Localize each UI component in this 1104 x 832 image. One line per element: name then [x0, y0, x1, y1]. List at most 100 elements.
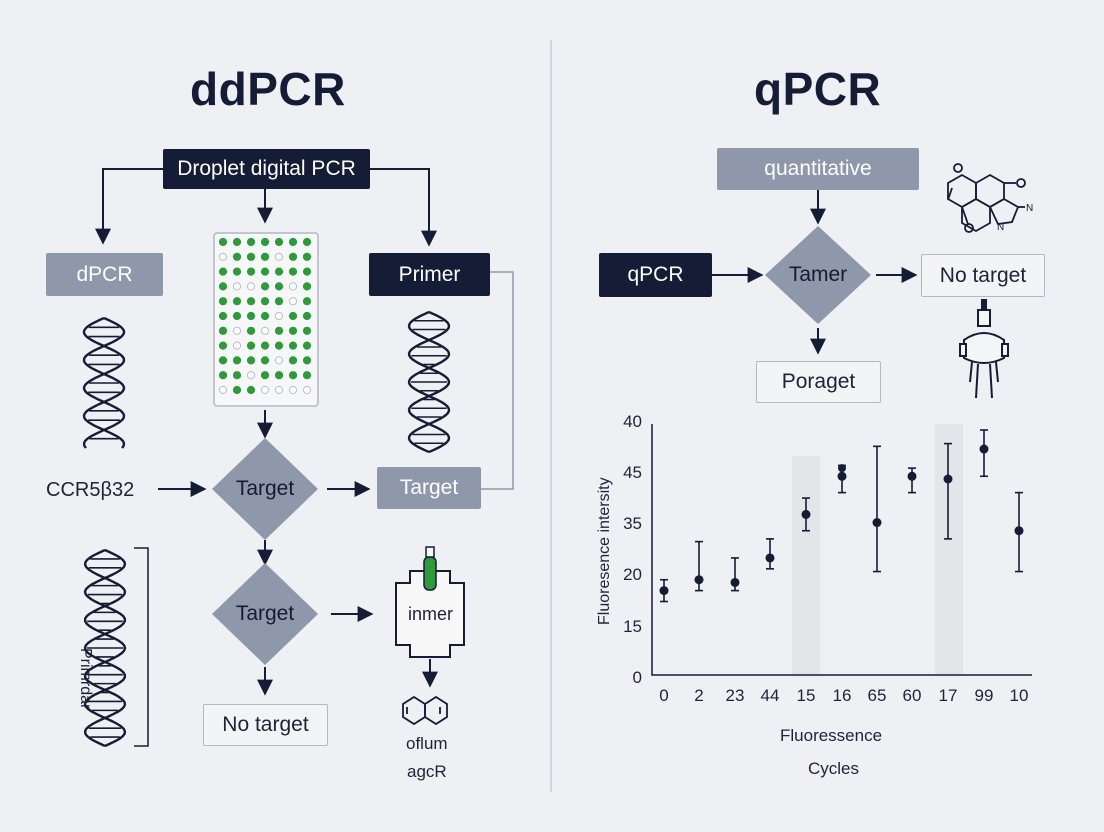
droplet [288, 356, 298, 365]
droplet [232, 326, 242, 335]
droplet [260, 297, 270, 306]
x-tick-label: 44 [760, 686, 780, 705]
primer-box[interactable]: Primer [369, 253, 490, 296]
tamer-diamond-label: Tamer [788, 263, 848, 286]
ccr5-label: CCR5β32 [46, 479, 135, 501]
droplet [260, 311, 270, 321]
droplet [274, 297, 284, 306]
droplet [232, 282, 242, 291]
droplet [232, 311, 242, 321]
droplet [218, 297, 228, 306]
droplet [274, 252, 284, 261]
data-point [765, 553, 775, 563]
droplet [260, 237, 270, 247]
droplet [302, 326, 312, 335]
droplet [246, 311, 256, 321]
droplet [274, 371, 284, 380]
droplet [302, 385, 312, 395]
droplet [288, 237, 298, 247]
molecule-structure-icon [947, 163, 1026, 233]
droplet [218, 282, 228, 291]
droplet [260, 371, 270, 380]
data-point [979, 444, 989, 454]
data-point [694, 575, 704, 585]
droplet [288, 311, 298, 321]
droplet [218, 356, 228, 365]
droplet [274, 282, 284, 291]
droplet [302, 356, 312, 365]
droplet [260, 326, 270, 335]
ddpcr-title: ddPCR [190, 63, 346, 115]
data-point [943, 474, 953, 484]
target-box[interactable]: Target [377, 467, 481, 509]
target-diamond-2 [212, 563, 318, 665]
chart-y-axis-label: Fluoresence intersity [596, 477, 613, 625]
droplet [302, 282, 312, 291]
droplet [218, 252, 228, 261]
qpcr-box[interactable]: qPCR [599, 253, 712, 297]
droplet [274, 267, 284, 276]
droplet [288, 326, 298, 335]
data-point [872, 518, 882, 528]
droplet [232, 297, 242, 306]
droplet [260, 356, 270, 365]
data-point [838, 464, 846, 473]
droplet [232, 252, 242, 261]
droplet [302, 311, 312, 321]
droplet-grid [218, 237, 312, 395]
target-diamond-2-label: Target [235, 602, 295, 625]
droplet [274, 237, 284, 247]
droplet [302, 341, 312, 350]
droplet [260, 252, 270, 261]
droplet [246, 326, 256, 335]
no-target-box-right[interactable]: No target [921, 254, 1045, 297]
droplet [218, 385, 228, 395]
y-tick-label: 35 [623, 514, 642, 533]
inmer-label: inmer [408, 604, 454, 624]
droplet [218, 237, 228, 247]
droplet [246, 385, 256, 395]
target-diamond-1-label: Target [235, 477, 295, 500]
dna-helix-icon [83, 548, 127, 748]
dna-helix-icon [82, 316, 126, 449]
x-tick-label: 10 [1009, 686, 1029, 705]
data-point [837, 471, 847, 481]
droplet-digital-pcr-box[interactable]: Droplet digital PCR [163, 149, 370, 189]
no-target-box[interactable]: No target [203, 704, 328, 746]
droplet [288, 267, 298, 276]
quantitative-box[interactable]: quantitative [717, 148, 919, 190]
droplet [232, 356, 242, 365]
tamer-diamond [765, 226, 871, 324]
droplet [218, 326, 228, 335]
droplet [288, 385, 298, 395]
molecule-icon [402, 695, 448, 726]
droplet [246, 237, 256, 247]
poraget-box[interactable]: Poraget [756, 361, 881, 403]
dpcr-box[interactable]: dPCR [46, 253, 163, 296]
droplet [218, 311, 228, 321]
atom-n-label: N [1026, 203, 1033, 214]
atom-n-label: N [997, 222, 1004, 233]
droplet [232, 267, 242, 276]
x-tick-label: 23 [725, 686, 745, 705]
droplet [232, 237, 242, 247]
dna-helix-icon [407, 310, 451, 454]
droplet [288, 341, 298, 350]
droplet [246, 282, 256, 291]
x-tick-label: 15 [796, 686, 816, 705]
droplet [232, 371, 242, 380]
bottom-caption-2: agcR [407, 762, 447, 781]
data-point [1014, 526, 1024, 536]
x-tick-label: 0 [659, 686, 669, 705]
x-tick-label: 2 [694, 686, 704, 705]
droplet [302, 267, 312, 276]
primer-bracket [134, 547, 149, 747]
data-point [907, 471, 917, 481]
bottom-caption-1: oflum [406, 734, 448, 753]
droplet [288, 252, 298, 261]
droplet [246, 252, 256, 261]
droplet [232, 385, 242, 395]
y-tick-label: 0 [632, 668, 642, 687]
droplet [274, 385, 284, 395]
